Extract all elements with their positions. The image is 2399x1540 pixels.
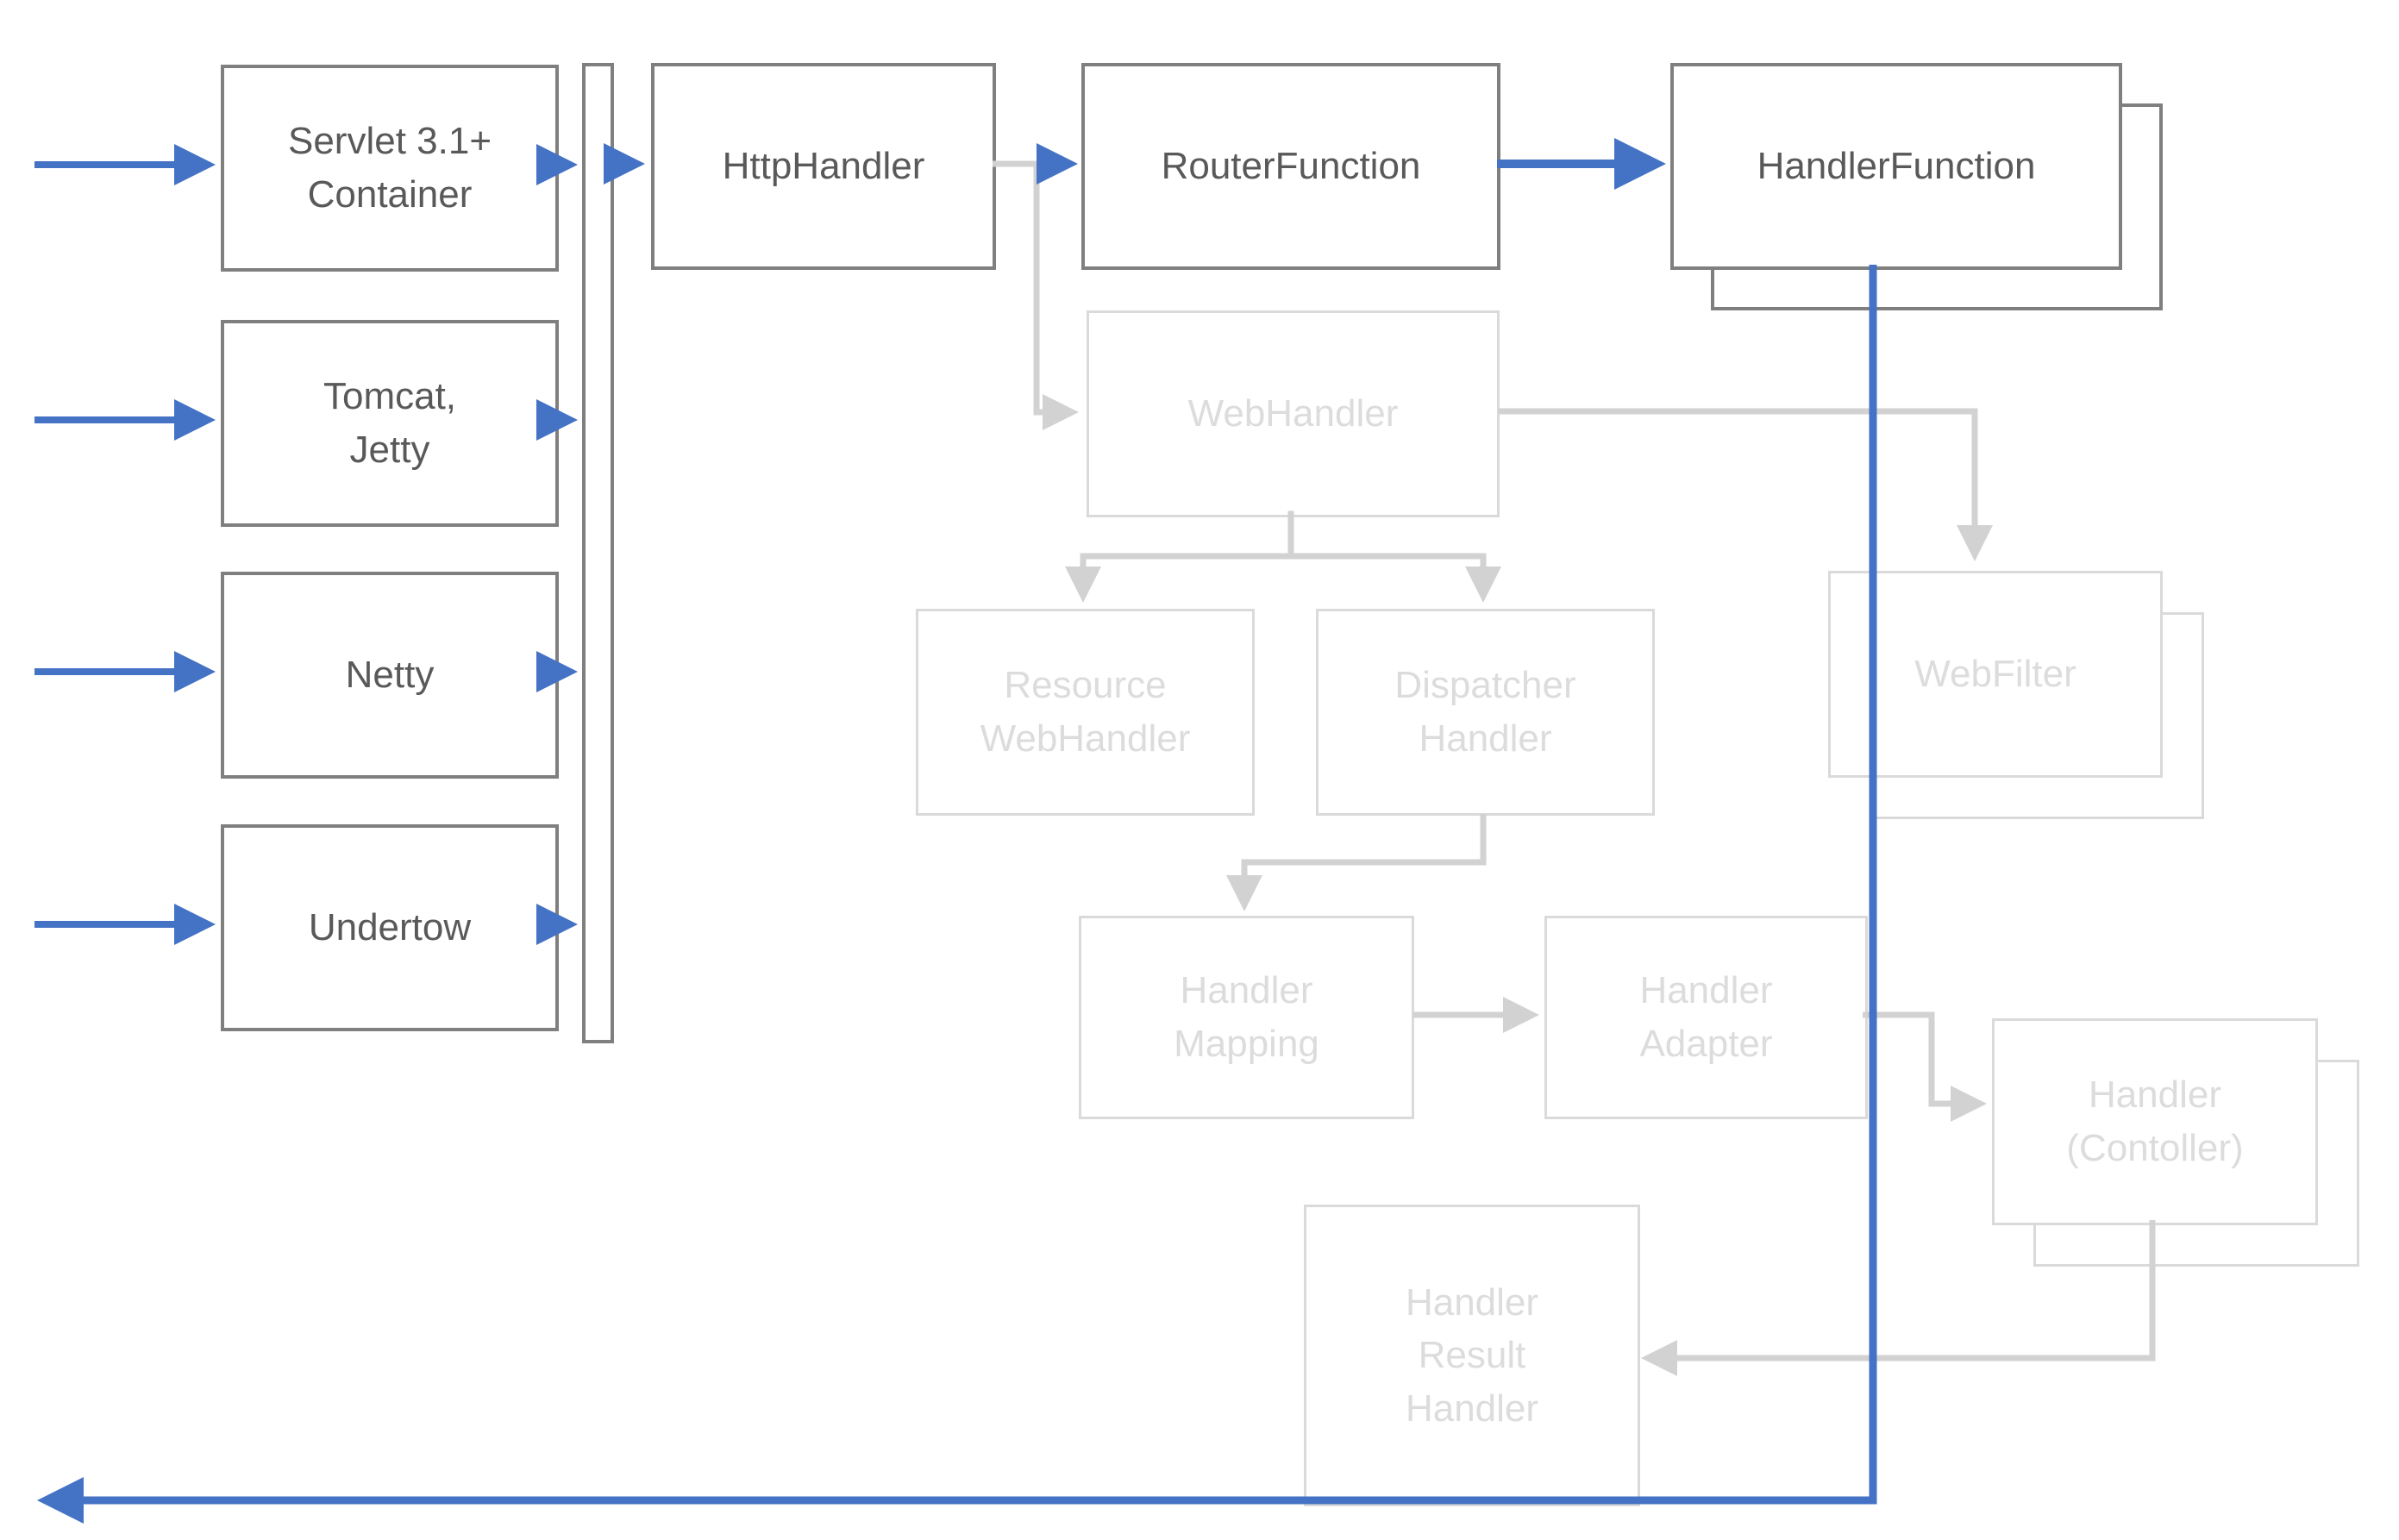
node-label: Resource WebHandler — [980, 664, 1191, 760]
node-label: Netty — [345, 654, 435, 697]
node-undertow: Undertow — [221, 824, 559, 1031]
node-handler-mapping: Handler Mapping — [1079, 916, 1414, 1119]
node-label: Handler Result Handler — [1405, 1280, 1539, 1430]
arrow-webhandler-to-webfilter — [1498, 408, 1993, 561]
node-label: RouterFunction — [1161, 145, 1421, 188]
node-handler-result-handler: Handler Result Handler — [1304, 1205, 1640, 1506]
node-label: HttpHandler — [722, 145, 925, 188]
node-web-handler: WebHandler — [1087, 310, 1500, 517]
node-label: Dispatcher Handler — [1394, 664, 1576, 760]
node-netty: Netty — [221, 572, 559, 779]
node-servlet-container: Servlet 3.1+ Container — [221, 65, 559, 272]
adapter-bar — [582, 63, 614, 1043]
arrow-adapter-to-controller — [1863, 1011, 1987, 1122]
node-label: HandlerFunction — [1757, 145, 2036, 188]
node-tomcat-jetty: Tomcat, Jetty — [221, 320, 559, 527]
node-label: Handler (Contoller) — [2066, 1074, 2244, 1169]
arrow-dispatcher-to-mapping — [1226, 814, 1487, 911]
node-handler-controller: Handler (Contoller) — [1992, 1018, 2318, 1225]
node-handler-adapter: Handler Adapter — [1544, 916, 1868, 1119]
node-router-function: RouterFunction — [1081, 63, 1500, 270]
node-label: Handler Mapping — [1174, 969, 1319, 1065]
node-label: WebFilter — [1914, 653, 2076, 696]
node-web-filter: WebFilter — [1828, 571, 2163, 778]
node-handler-function: HandlerFunction — [1670, 63, 2122, 270]
node-label: Undertow — [308, 906, 472, 949]
node-label: Tomcat, Jetty — [323, 375, 457, 471]
node-label: Handler Adapter — [1639, 969, 1773, 1065]
node-http-handler: HttpHandler — [651, 63, 996, 270]
node-label: WebHandler — [1187, 392, 1399, 435]
node-resource-web-handler: Resource WebHandler — [916, 609, 1255, 816]
line-webhandler-split — [1080, 510, 1487, 560]
arrow-httphandler-to-webhandler — [1033, 164, 1079, 430]
node-dispatcher-handler: Dispatcher Handler — [1316, 609, 1655, 816]
node-label: Servlet 3.1+ Container — [287, 120, 492, 216]
